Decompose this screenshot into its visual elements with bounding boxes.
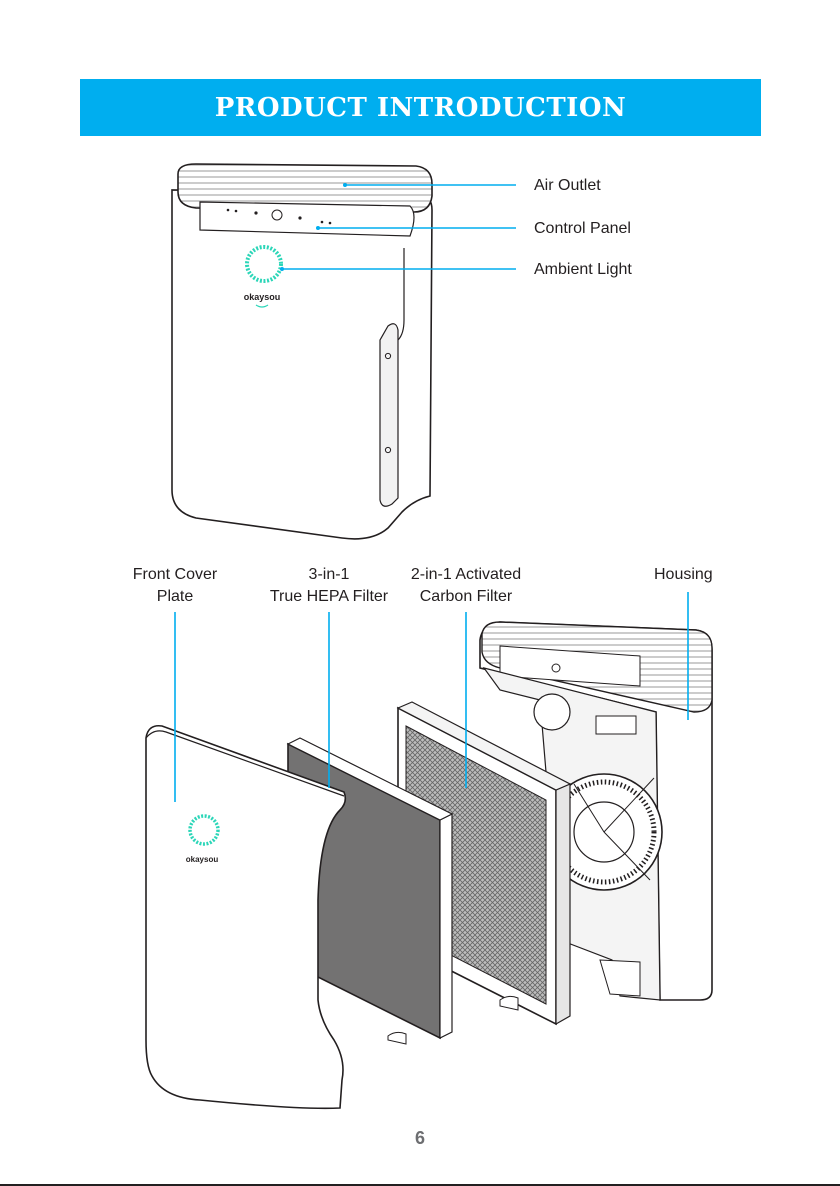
control-dot-icon (254, 211, 257, 214)
label-hepa-filter-line2: True HEPA Filter (259, 586, 399, 608)
control-dot-icon (227, 209, 230, 212)
label-carbon-filter-line1: 2-in-1 Activated (396, 564, 536, 586)
label-carbon-filter-line2: Carbon Filter (396, 586, 536, 608)
label-ambient-light: Ambient Light (534, 259, 632, 281)
cover-brand-logo: okaysou (186, 855, 219, 864)
purifier-side-panel (380, 324, 398, 507)
label-front-cover-line1: Front Cover (115, 564, 235, 586)
control-dot-icon (235, 210, 238, 213)
label-hepa-filter-line1: 3-in-1 (259, 564, 399, 586)
label-air-outlet: Air Outlet (534, 175, 601, 197)
label-housing: Housing (654, 564, 713, 586)
assembled-purifier: okaysou (172, 164, 432, 539)
control-panel-strip (200, 202, 414, 236)
label-control-panel: Control Panel (534, 218, 631, 240)
page-number: 6 (0, 1128, 840, 1149)
control-dot-icon (329, 222, 332, 225)
front-cover-plate-unit: okaysou (146, 726, 345, 1109)
label-hepa-filter: 3-in-1 True HEPA Filter (259, 564, 399, 608)
control-dot-icon (298, 216, 301, 219)
label-front-cover-line2: Plate (115, 586, 235, 608)
label-front-cover: Front Cover Plate (115, 564, 235, 608)
control-dot-icon (321, 221, 324, 224)
brand-logo: okaysou (244, 292, 281, 302)
label-carbon-filter: 2-in-1 Activated Carbon Filter (396, 564, 536, 608)
